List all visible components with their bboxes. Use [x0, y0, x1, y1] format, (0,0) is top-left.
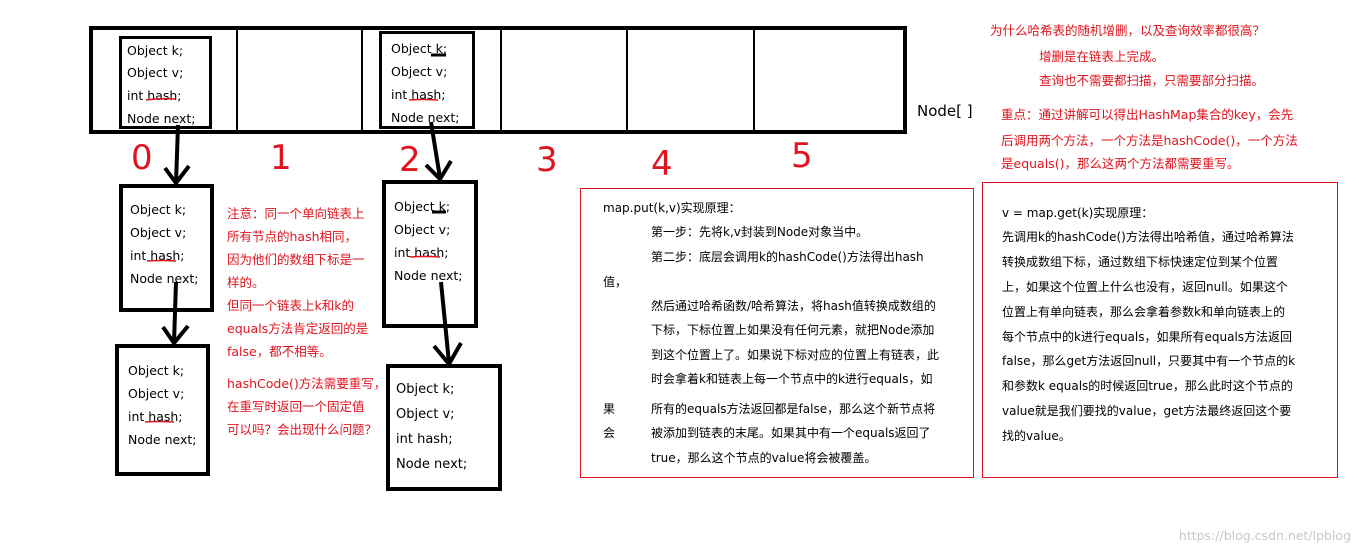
array-index-0: 0: [131, 138, 153, 178]
get-line: 先调用k的hashCode()方法得出哈希值，通过哈希算法: [1002, 230, 1294, 244]
arrowhead: [161, 324, 190, 347]
put-line: 所有的equals方法返回都是false，那么这个新节点将: [651, 402, 936, 416]
node-field-v: Object v;: [130, 225, 187, 240]
array-index-3: 3: [536, 140, 558, 180]
chain-node-0-2: Object k; Object v; int hash; Node next;: [115, 344, 210, 476]
get-line: 找的value。: [1002, 429, 1071, 443]
note-line: 在重写时返回一个固定值: [227, 399, 365, 414]
next-arrow-0-b: [172, 281, 178, 344]
put-side-char: 会: [603, 426, 616, 440]
put-line: true，那么这个节点的value将会被覆盖。: [651, 451, 877, 465]
get-line: value就是我们要找的value，get方法最终返回这个要: [1002, 404, 1292, 418]
node-field-hash: int hash;: [391, 87, 446, 102]
node-cell-2: Object k; Object v; int hash; Node next;: [379, 31, 475, 129]
put-panel: [580, 188, 974, 478]
next-arrow-0-a: [174, 124, 180, 184]
note-line: 所有节点的hash相同，: [227, 229, 358, 244]
next-arrow-2-b: [439, 281, 451, 364]
node-field-next: Node next;: [127, 111, 196, 126]
node-field-v: Object v;: [394, 222, 451, 237]
node-field-k: Object k;: [127, 43, 184, 58]
array-cell-1: [236, 30, 363, 130]
node-field-next: Node next;: [128, 432, 197, 447]
arrowhead: [163, 164, 191, 187]
array-cell-2: [361, 30, 502, 130]
node-field-k: Object k;: [391, 41, 448, 56]
watermark: https://blog.csdn.net/lpblog: [1178, 528, 1351, 543]
note-line: 因为他们的数组下标是一: [227, 252, 365, 267]
node-field-v: Object v;: [127, 65, 184, 80]
array-cell-3: [500, 30, 628, 130]
node-field-next: Node next;: [394, 268, 463, 283]
node-field-v: Object v;: [128, 386, 185, 401]
hash-underline: [144, 420, 175, 423]
focus-note: 是equals()，那么这两个方法都需要重写。: [1001, 156, 1240, 171]
note-line: hashCode()方法需要重写，: [227, 376, 387, 391]
arrowhead: [432, 342, 463, 368]
put-step: 第二步：底层会调用k的hashCode()方法得出hash: [651, 250, 924, 264]
node-field-hash: int hash;: [396, 432, 453, 447]
array-index-4: 4: [651, 144, 673, 184]
hash-underline: [146, 259, 177, 262]
node-field-next: Node next;: [396, 457, 468, 472]
get-line: false，那么get方法返回null，只要其中有一个节点的k: [1002, 354, 1296, 368]
node-field-k: Object k;: [130, 202, 187, 217]
chain-node-2-2: Object k; Object v; int hash; Node next;: [386, 364, 502, 491]
array-label: Node[ ]: [917, 102, 973, 120]
chain-node-2-1: Object k; Object v; int hash; Node next;: [382, 180, 478, 328]
put-title: map.put(k,v)实现原理：: [603, 201, 741, 215]
get-panel: [982, 182, 1338, 478]
hash-underline: [408, 98, 439, 101]
node-array: [89, 26, 907, 134]
next-arrow-2-a: [429, 121, 442, 179]
put-step: 第一步：先将k,v封装到Node对象当中。: [651, 225, 869, 239]
arrowhead: [424, 159, 453, 183]
note-line: equals方法肯定返回的是: [227, 321, 369, 336]
focus-note: 重点：通过讲解可以得出HashMap集合的key，会先: [1001, 107, 1294, 122]
put-line: 被添加到链表的末尾。如果其中有一个equals返回了: [651, 426, 931, 440]
node-field-k: Object k;: [396, 382, 455, 397]
note-line: 可以吗？会出现什么问题？: [227, 422, 378, 437]
note-line: 样的。: [227, 275, 265, 290]
node-field-k: Object k;: [128, 363, 185, 378]
chain-node-0-1: Object k; Object v; int hash; Node next;: [119, 184, 214, 312]
note-line: 注意：同一个单向链表上: [227, 206, 365, 221]
efficiency-question: 为什么哈希表的随机增删，以及查询效率都很高？: [990, 23, 1266, 38]
array-index-5: 5: [791, 136, 813, 176]
get-line: 上，如果这个位置上什么也没有，返回null。如果这个: [1002, 280, 1288, 294]
put-side-char: 果: [603, 402, 616, 416]
array-cell-4: [626, 30, 755, 130]
get-line: 每个节点中的k进行equals，如果所有equals方法返回: [1002, 330, 1293, 344]
put-step: 值，: [603, 275, 628, 289]
put-line: 下标，下标位置上如果没有任何元素，就把Node添加: [651, 323, 935, 337]
node-field-next: Node next;: [130, 271, 199, 286]
focus-note: 后调用两个方法，一个方法是hashCode()，一个方法: [1001, 133, 1298, 148]
node-field-hash: int hash;: [130, 248, 185, 263]
note-line: false，都不相等。: [227, 344, 332, 359]
node-field-k: Object k;: [394, 199, 451, 214]
get-title: v = map.get(k)实现原理：: [1002, 206, 1154, 220]
chain-note: 注意：同一个单向链表上 所有节点的hash相同， 因为他们的数组下标是一 样的。…: [227, 202, 386, 441]
get-line: 和参数k equals的时候返回true，那么此时这个节点的: [1002, 379, 1293, 393]
array-cell-0: [93, 30, 238, 130]
array-index-2: 2: [399, 140, 421, 180]
put-line: 时会拿着k和链表上每一个节点中的k进行equals，如: [651, 372, 933, 386]
efficiency-answer: 查询也不需要都扫描，只需要部分扫描。: [1039, 73, 1265, 88]
node-field-v: Object v;: [396, 407, 455, 422]
hash-underline: [409, 255, 441, 258]
array-index-1: 1: [270, 138, 292, 178]
efficiency-answer: 增删是在链表上完成。: [1039, 49, 1165, 64]
put-line: 然后通过哈希函数/哈希算法，将hash值转换成数组的: [651, 299, 936, 313]
node-cell-0: Object k; Object v; int hash; Node next;: [119, 36, 212, 129]
put-line: 到这个位置上了。如果说下标对应的位置上有链表，此: [651, 348, 940, 362]
node-field-hash: int hash;: [128, 409, 183, 424]
get-line: 转换成数组下标，通过数组下标快速定位到某个位置: [1002, 255, 1279, 269]
get-line: 位置上有单向链表，那么会拿着参数k和单向链表上的: [1002, 305, 1285, 319]
hash-underline: [145, 97, 176, 101]
note-line: 但同一个链表上k和k的: [227, 298, 354, 313]
node-field-next: Node next;: [391, 110, 460, 125]
node-field-v: Object v;: [391, 64, 448, 79]
